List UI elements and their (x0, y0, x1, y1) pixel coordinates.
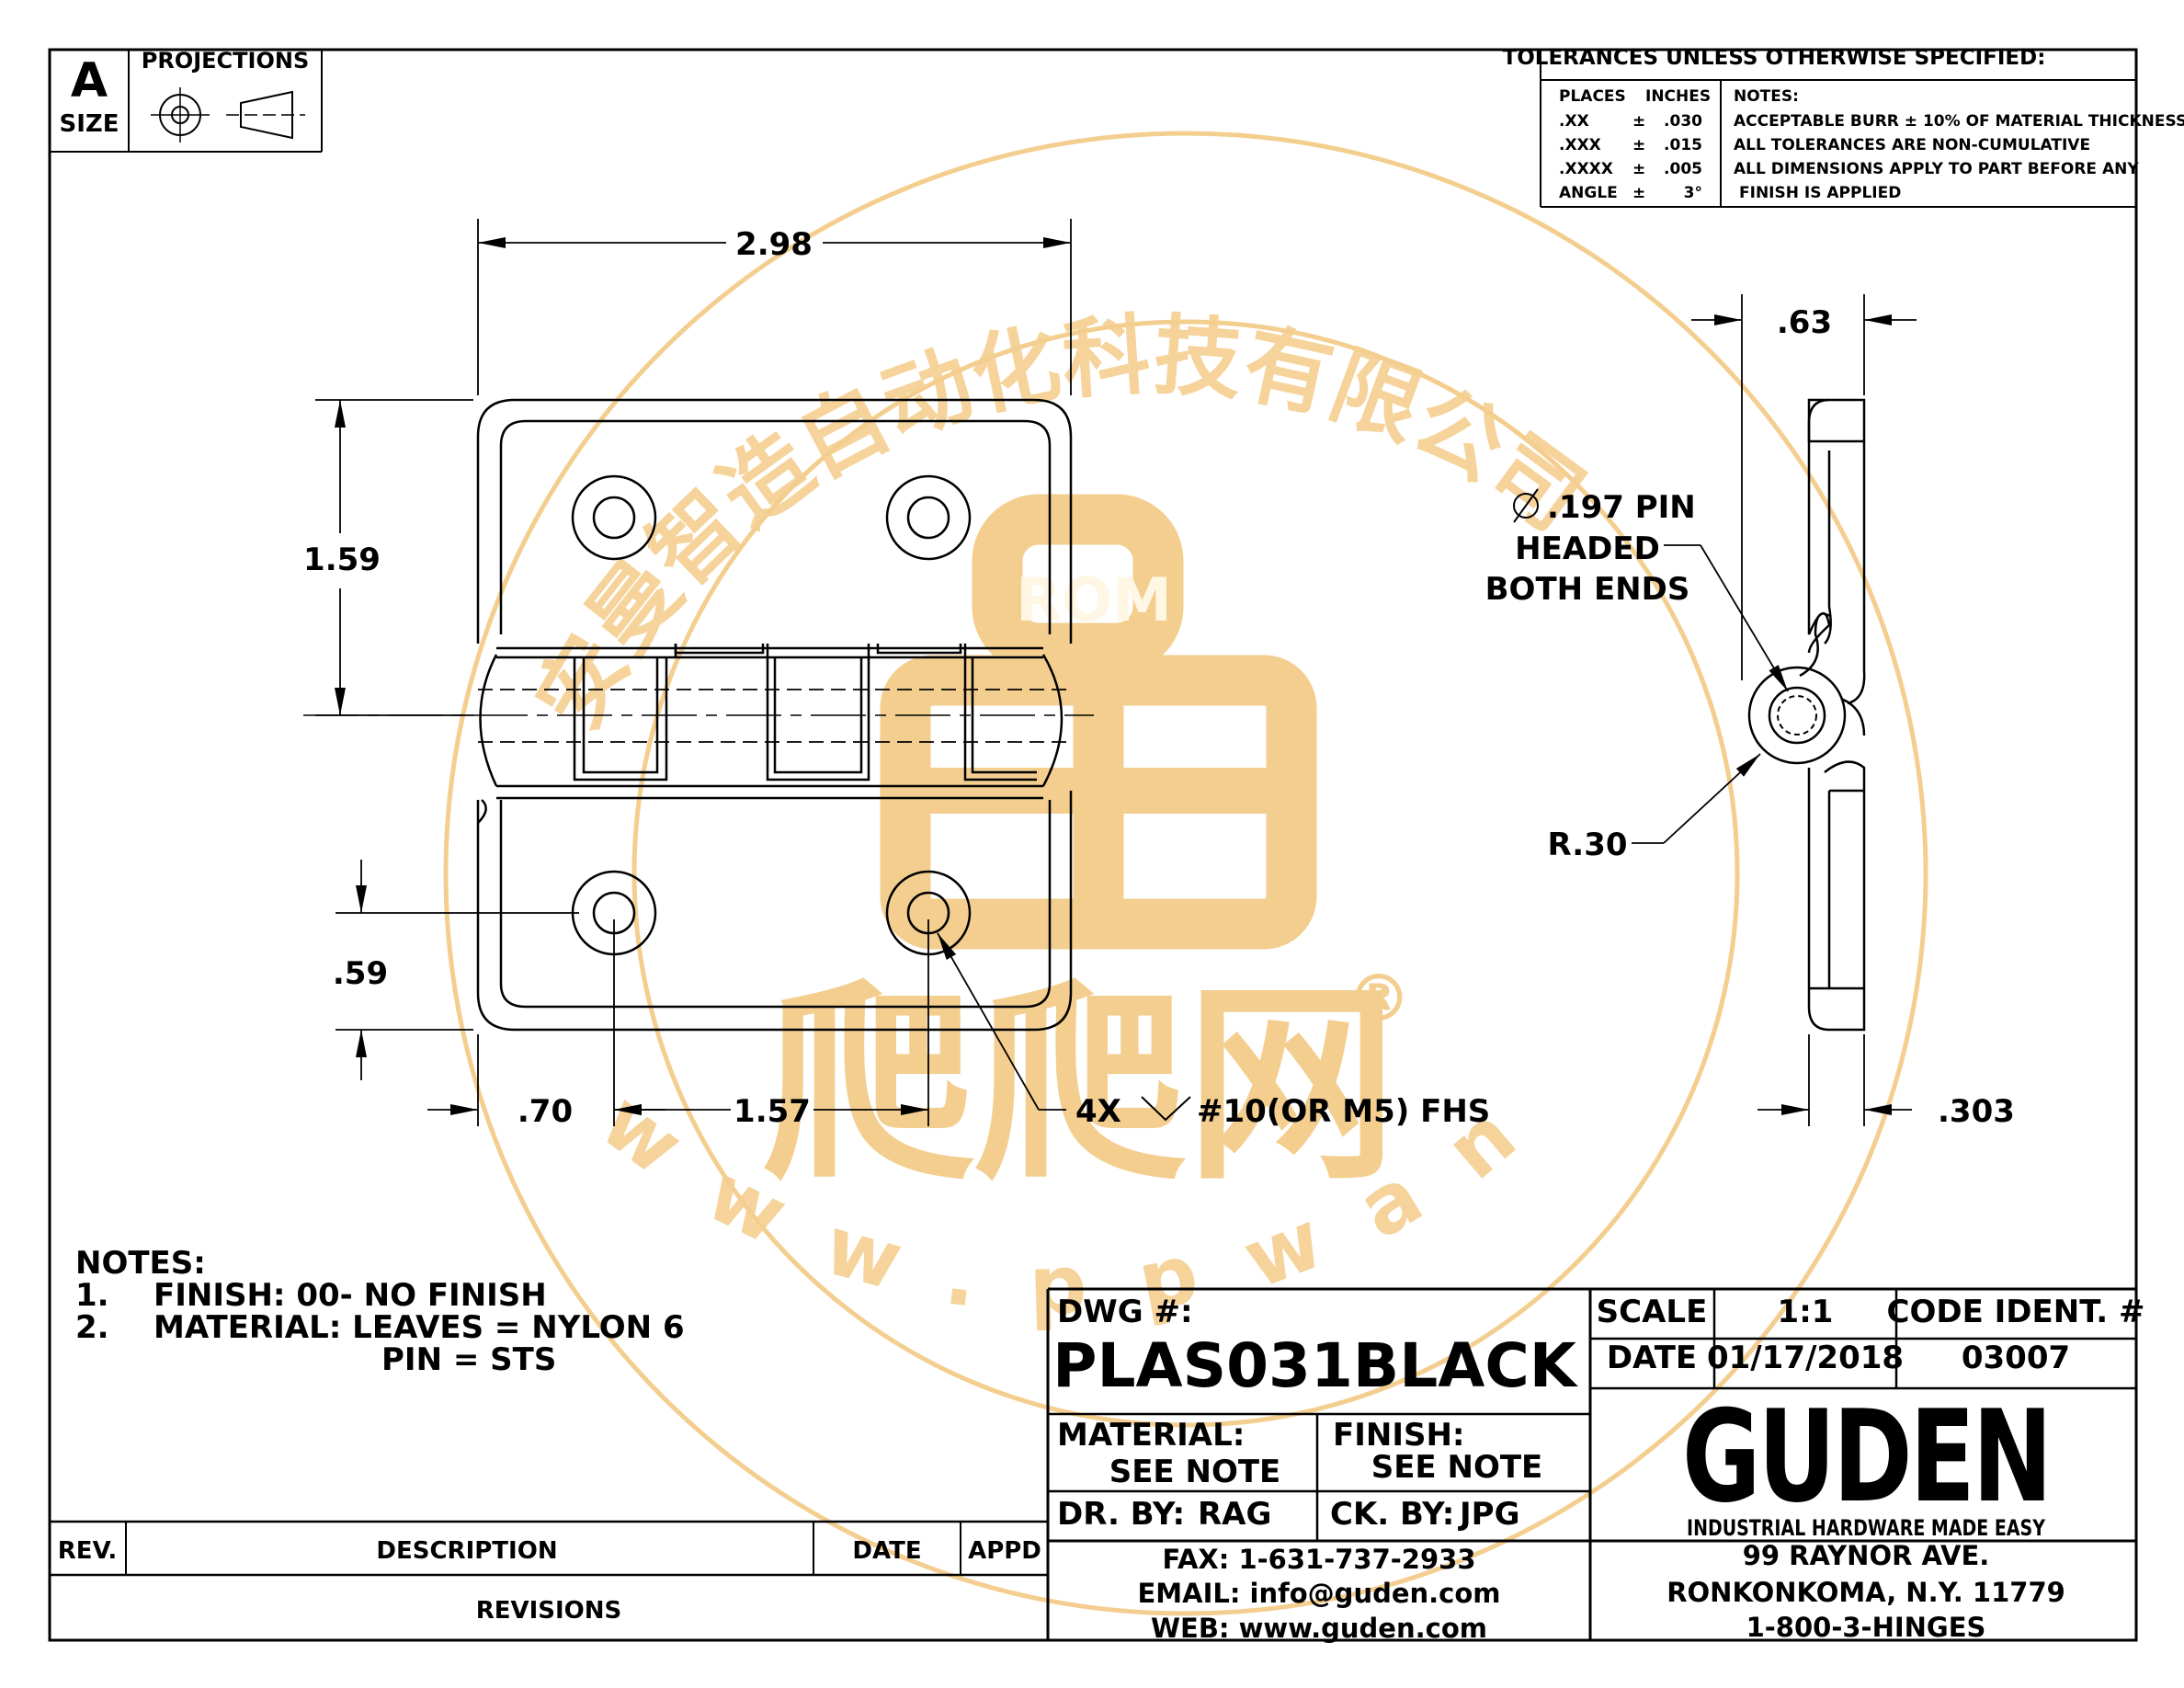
note-number: 1. (75, 1277, 109, 1314)
dim-hole-from-bottom: .59 (333, 955, 388, 992)
watermark-logo-text: ROM (1016, 566, 1172, 635)
rev-col-appd: APPD (968, 1537, 1041, 1565)
checked-by-label: CK. BY: (1330, 1496, 1454, 1533)
email: EMAIL: info@guden.com (1137, 1578, 1500, 1609)
finish-label: FINISH: (1333, 1417, 1465, 1454)
company-tagline: INDUSTRIAL HARDWARE MADE EASY (1687, 1515, 2045, 1541)
note-text: MATERIAL: LEAVES = NYLON 6 (154, 1309, 685, 1346)
tolerance-header: TOLERANCES UNLESS OTHERWISE SPECIFIED: (1503, 46, 2046, 70)
title-block (1046, 1287, 2136, 1640)
date-value: 01/17/2018 (1707, 1340, 1904, 1376)
knuckle-left-end (479, 654, 498, 787)
tolerance-notes-header: NOTES: (1734, 87, 1799, 106)
bottom-leaf-inner (499, 800, 1052, 1009)
top-leaf-outline (476, 398, 1073, 644)
note-number: 2. (75, 1309, 109, 1346)
tolerance-row-value: 3° (1684, 184, 1702, 202)
tolerance-col-inches: INCHES (1645, 87, 1711, 106)
dwg-label: DWG #: (1057, 1294, 1193, 1330)
size-box: A SIZE PROJECTIONS (50, 48, 323, 153)
knuckle-right-end (1041, 654, 1064, 787)
dim-side-thickness: .303 (1938, 1093, 2015, 1130)
sheet-border (48, 48, 2138, 1642)
tolerance-row-pm: ± (1632, 160, 1645, 178)
projection-circle-icon (151, 87, 210, 143)
code-ident-value: 03007 (1962, 1340, 2070, 1376)
checked-by-value: JPG (1458, 1496, 1519, 1533)
code-ident-label: CODE IDENT. # (1887, 1294, 2145, 1330)
note-text: FINISH: 00- NO FINISH (154, 1277, 547, 1314)
tolerance-col-places: PLACES (1559, 87, 1626, 106)
rev-col-description: DESCRIPTION (376, 1537, 557, 1565)
dim-height: 1.59 (303, 542, 381, 578)
tolerance-row-places: ANGLE (1559, 184, 1618, 202)
size-label: SIZE (59, 110, 119, 138)
tolerance-row-value: .030 (1664, 112, 1702, 131)
watermark-brand: 爬爬网 (763, 964, 1397, 1209)
tolerance-note: FINISH IS APPLIED (1739, 184, 1901, 202)
scale-value: 1:1 (1778, 1294, 1834, 1330)
top-leaf-inner (499, 419, 1052, 634)
phone: 1-800-3-HINGES (1746, 1612, 1986, 1643)
projection-cone-icon (226, 90, 305, 140)
rev-col-rev: REV. (58, 1537, 117, 1565)
dim-hole-callout: 4X (1075, 1093, 1121, 1130)
web: WEB: www.guden.com (1151, 1613, 1487, 1644)
drawn-by-label: DR. BY: (1057, 1496, 1185, 1533)
side-dimensions (1513, 294, 1917, 1126)
dim-hole-spec: #10(OR M5) FHS (1197, 1093, 1490, 1130)
tolerance-row-pm: ± (1632, 136, 1645, 154)
tolerance-row-pm: ± (1632, 112, 1645, 131)
material-label: MATERIAL: (1057, 1417, 1245, 1454)
dim-hole-from-left: .70 (518, 1093, 573, 1130)
tolerance-note: ACCEPTABLE BURR ± 10% OF MATERIAL THICKN… (1734, 112, 2184, 131)
address-line1: 99 RAYNOR AVE. (1743, 1540, 1990, 1571)
company-logo: GUDEN (1682, 1383, 2050, 1531)
revisions-table: REV. DESCRIPTION DATE APPD REVISIONS (50, 1520, 1048, 1625)
projections-label: PROJECTIONS (142, 48, 309, 74)
notes-header: NOTES: (75, 1245, 206, 1282)
dim-radius: R.30 (1547, 827, 1627, 863)
notes: NOTES: 1. FINISH: 00- NO FINISH 2. MATER… (75, 1245, 685, 1378)
tolerance-note: ALL TOLERANCES ARE NON-CUMULATIVE (1734, 136, 2090, 154)
tolerance-row-places: .XXXX (1559, 160, 1613, 178)
size-letter: A (71, 53, 108, 108)
rev-col-date: DATE (852, 1537, 921, 1565)
scale-label: SCALE (1597, 1294, 1708, 1330)
drawn-by-value: RAG (1198, 1496, 1271, 1533)
date-label: DATE (1607, 1340, 1697, 1376)
tolerance-row-places: .XXX (1559, 136, 1601, 154)
pin-callout-line1: .197 PIN (1547, 489, 1696, 526)
dwg-number: PLAS031BLACK (1052, 1330, 1579, 1401)
address-line2: RONKONKOMA, N.Y. 11779 (1666, 1577, 2065, 1608)
front-dimensions (315, 219, 1191, 1126)
dim-side-width: .63 (1777, 304, 1832, 341)
dim-width: 2.98 (735, 226, 813, 263)
tolerance-row-value: .005 (1664, 160, 1702, 178)
watermark-registered: ® (1347, 961, 1411, 1036)
pin-callout-line3: BOTH ENDS (1485, 571, 1690, 608)
note-pin: PIN = STS (381, 1341, 556, 1378)
tolerance-row-value: .015 (1664, 136, 1702, 154)
hinge-side-view (1747, 398, 1866, 1032)
tolerance-block: TOLERANCES UNLESS OTHERWISE SPECIFIED: P… (1503, 46, 2184, 208)
finish-value: SEE NOTE (1371, 1449, 1543, 1486)
tolerance-note: ALL DIMENSIONS APPLY TO PART BEFORE ANY (1734, 160, 2139, 178)
tolerance-row-places: .XX (1559, 112, 1589, 131)
material-value: SEE NOTE (1109, 1454, 1281, 1490)
dim-hole-spacing: 1.57 (734, 1093, 811, 1130)
bottom-leaf-outline (476, 791, 1073, 1032)
revisions-footer: REVISIONS (476, 1597, 622, 1625)
pin-callout-line2: HEADED (1515, 530, 1660, 567)
fax: FAX: 1-631-737-2933 (1162, 1544, 1475, 1575)
tolerance-row-pm: ± (1632, 184, 1645, 202)
